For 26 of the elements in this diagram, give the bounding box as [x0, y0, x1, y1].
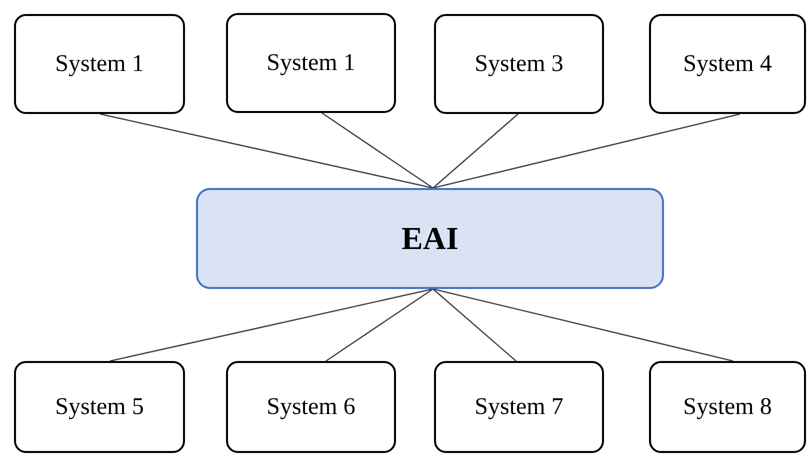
system-label: System 4 — [683, 50, 772, 78]
hub-label: EAI — [402, 220, 458, 257]
connector-line — [432, 113, 740, 189]
system-box — [649, 14, 806, 114]
system-box — [434, 361, 604, 453]
system-box — [649, 361, 806, 453]
hub-box — [196, 188, 664, 289]
system-label: System 1 — [266, 50, 356, 76]
system-box — [434, 14, 604, 114]
system-box — [226, 361, 396, 453]
connector-line — [432, 114, 518, 188]
system-box — [14, 361, 185, 453]
system-label: System 7 — [474, 394, 564, 420]
connector-line — [432, 288, 516, 362]
connector-line — [432, 288, 734, 362]
connector-line — [322, 112, 434, 189]
system-label: System 5 — [55, 394, 144, 420]
system-label: System 1 — [55, 50, 144, 78]
system-label: System 6 — [266, 394, 356, 420]
system-box — [14, 14, 185, 114]
connector-line — [100, 113, 434, 189]
connector-line — [110, 288, 434, 362]
system-box — [226, 13, 396, 113]
connector-line — [326, 288, 434, 362]
system-label: System 3 — [474, 50, 564, 78]
system-label: System 8 — [683, 394, 772, 420]
